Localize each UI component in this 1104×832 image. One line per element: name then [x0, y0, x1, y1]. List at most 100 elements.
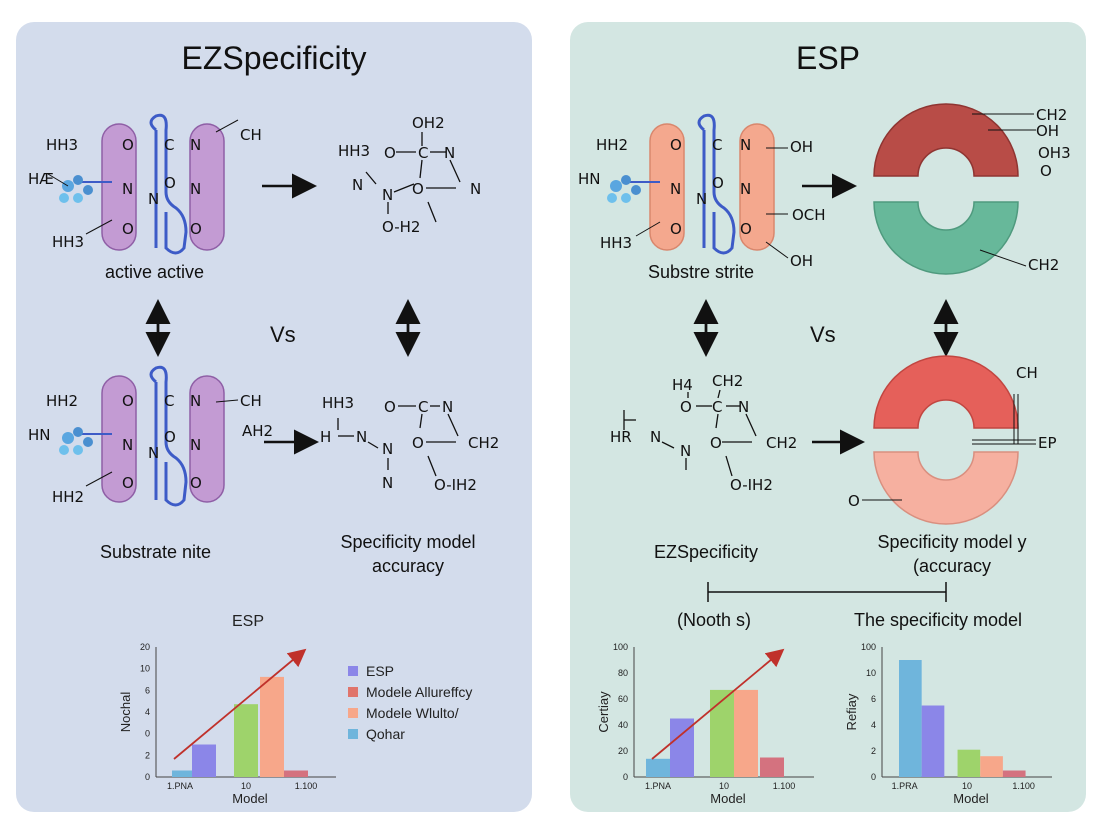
right-caption-model-2: (accuracy — [912, 556, 992, 576]
right-top-label-2: HH3 — [600, 234, 632, 252]
left-bottom-label-7: C — [164, 392, 174, 410]
chart-y-tick: 0 — [145, 729, 150, 739]
chart-x-tick: 1.PRA — [892, 781, 918, 791]
left-bottom-enzyme — [59, 365, 239, 507]
chart-bar — [172, 770, 196, 777]
chart-x-tick: 1.PNA — [645, 781, 671, 791]
left-bottom-label-5: N — [148, 444, 159, 462]
right-bottom-label-7: HR — [610, 428, 632, 446]
chart-bar — [646, 758, 670, 777]
right-title: ESP — [795, 40, 861, 76]
left-top-label-8: O — [164, 174, 176, 192]
left-top-product-6: N — [382, 186, 393, 204]
left-bottom-label-3: O — [122, 392, 134, 410]
right-diagram: HH2 HN HH3 O N N O C O N N O OH OCH OH C… — [578, 103, 1071, 806]
left-bottom-label-11: O — [190, 474, 202, 492]
left-bottom-label-13: AH2 — [242, 422, 273, 440]
chart-bar — [957, 749, 981, 777]
left-bottom-label-10: N — [190, 436, 201, 454]
left-top-enzyme — [47, 113, 239, 255]
right-caption-ezs: EZSpecificity — [653, 542, 759, 562]
left-top-label-2: HH3 — [52, 233, 84, 251]
right-top-label-10: N — [740, 180, 751, 198]
left-bottom-product-7: N — [382, 474, 393, 492]
left-top-label-1: HÆ — [28, 170, 54, 188]
left-top-product-2: O — [384, 144, 396, 162]
left-double-arrows — [145, 299, 421, 357]
right-bottom-label-4: N — [738, 398, 749, 416]
left-top-product-bonds — [365, 132, 461, 223]
left-top-label-4: N — [122, 180, 133, 198]
left-bottom-label-1: HN — [28, 426, 51, 444]
left-bottom-product-6: N — [382, 440, 393, 458]
left-top-label-10: N — [190, 180, 201, 198]
left-bottom-label-6: O — [122, 474, 134, 492]
right-top-label-7: C — [712, 136, 722, 154]
chart-y-tick: 6 — [145, 685, 150, 695]
right-bottom-label-10: O-IH2 — [730, 476, 773, 494]
chart-bar — [1002, 770, 1026, 777]
left-bottom-product-0: HH3 — [322, 394, 354, 412]
chart-bar — [260, 676, 284, 777]
right-bottom-label-8: O — [710, 434, 722, 452]
chart-y-tick: 2 — [145, 750, 150, 760]
right-bottom-ring — [862, 355, 1036, 525]
chart-x-tick: 1.100 — [773, 781, 796, 791]
chart-bar — [284, 770, 308, 777]
left-top-label-11: O — [190, 220, 202, 238]
left-top-label-6: O — [122, 220, 134, 238]
chart-y-tick: 20 — [618, 746, 628, 756]
left-top-product-5: N — [352, 176, 363, 194]
right-bottom-label-0: H4 — [672, 376, 693, 394]
chart-bar — [734, 689, 758, 777]
left-bottom-product-9: CH2 — [468, 434, 499, 452]
left-caption-bottom-left: Substrate nite — [100, 542, 212, 562]
left-top-label-9: N — [190, 136, 201, 154]
left-top-product-3: C — [418, 144, 428, 162]
right-bottom-label-6: N — [680, 442, 691, 460]
chart-bar — [899, 660, 922, 777]
left-chart-legend: ESP Modele Allureffcy Modele Wlulto/ Qoh… — [348, 660, 472, 744]
chart-y-tick: 10 — [140, 664, 150, 674]
left-bottom-label-4: N — [122, 436, 133, 454]
right-ring-top-label-3: O — [1040, 162, 1052, 180]
right-bottom-label-9: CH2 — [766, 434, 797, 452]
right-top-label-14: OH — [790, 252, 813, 270]
left-diagram: HH3 HÆ HH3 O N N O C O N N O CH OH2 HH3 … — [28, 113, 499, 806]
chart-y-tick: 6 — [871, 694, 876, 704]
right-top-label-1: HN — [578, 170, 601, 188]
chart-bar — [760, 757, 784, 777]
right-caption-spec: The specificity model — [853, 610, 1023, 630]
right-bottom-label-5: N — [650, 428, 661, 446]
left-caption-model-2: accuracy — [371, 556, 445, 576]
right-ring-top-label-0: CH2 — [1036, 106, 1067, 124]
chart-y-tick: 60 — [618, 694, 628, 704]
chart-trend-arrow — [173, 648, 307, 760]
legend-item-esp: ESP — [348, 660, 472, 681]
left-top-product-0: OH2 — [412, 114, 445, 132]
chart-title: ESP — [232, 613, 264, 630]
left-top-label-0: HH3 — [46, 136, 78, 154]
left-top-label-3: O — [122, 136, 134, 154]
legend-item-allureffcy: Modele Allureffcy — [348, 681, 472, 702]
chart-x-tick: 1.100 — [1012, 781, 1035, 791]
chart-y-label: Refiay — [844, 693, 859, 730]
left-bottom-label-12: CH — [240, 392, 262, 410]
left-bottom-product-10: O-IH2 — [434, 476, 477, 494]
chart-y-tick: 10 — [866, 668, 876, 678]
right-ring-bottom-label-2: O — [848, 492, 860, 510]
right-top-label-3: O — [670, 136, 682, 154]
left-bottom-product-5: N — [442, 398, 453, 416]
chart-y-tick: 0 — [623, 772, 628, 782]
left-bottom-label-0: HH2 — [46, 392, 78, 410]
legend-item-wlulto: Modele Wlulto/ — [348, 702, 472, 723]
left-bottom-label-9: N — [190, 392, 201, 410]
right-caption-nooth: (Nooth s) — [676, 610, 752, 630]
right-ring-bottom-label-0: CH — [1016, 364, 1038, 382]
left-vs: Vs — [270, 322, 296, 347]
chart-y-tick: 4 — [145, 707, 150, 717]
right-caption-top: Substre strite — [648, 262, 755, 282]
left-panel: EZSpecificity HH3 — [16, 22, 532, 812]
